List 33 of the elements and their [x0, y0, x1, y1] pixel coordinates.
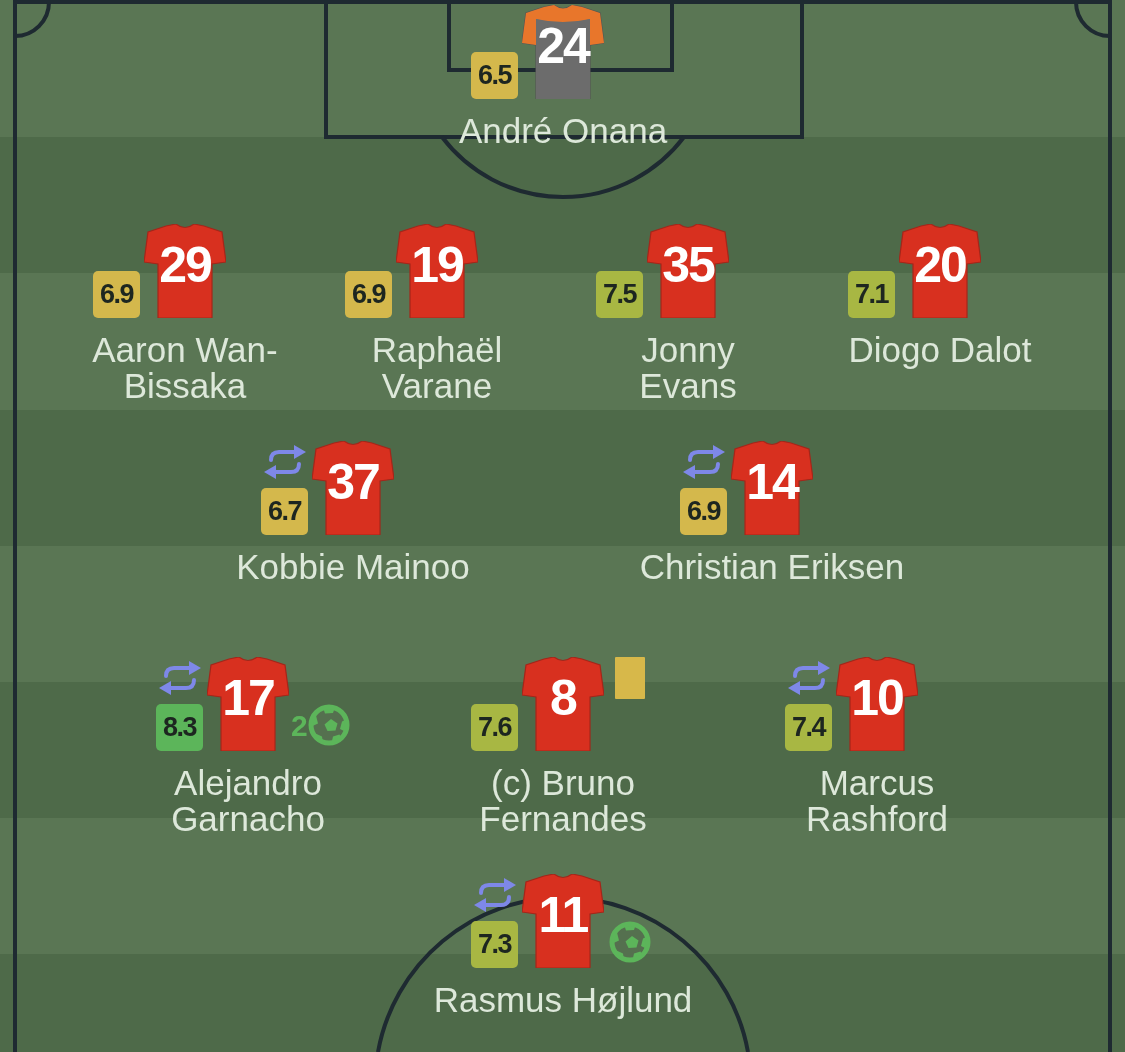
shirt-number: 8: [550, 670, 576, 726]
shirt-number: 14: [746, 454, 798, 510]
player-rating: 7.1: [848, 271, 895, 318]
shirt-number: 29: [159, 237, 211, 293]
shirt-number: 37: [327, 454, 379, 510]
goal-count: 2: [291, 708, 308, 744]
player-rating: 6.5: [471, 52, 518, 99]
player-rating: 6.7: [261, 488, 308, 535]
player-name: Rasmus Højlund: [432, 982, 694, 1018]
shirt-number: 20: [914, 237, 966, 293]
shirt-number: 19: [411, 237, 463, 293]
player-rating: 7.5: [596, 271, 643, 318]
player-name: Diogo Dalot: [847, 332, 1033, 368]
player-rating: 6.9: [345, 271, 392, 318]
player-rating: 6.9: [93, 271, 140, 318]
player-name: Kobbie Mainoo: [235, 549, 471, 585]
player-rating: 7.4: [785, 704, 832, 751]
player-name: Alejandro Garnacho: [170, 765, 326, 837]
player-name: Aaron Wan-Bissaka: [91, 332, 279, 404]
player-rating: 7.6: [471, 704, 518, 751]
shirt-number: 35: [662, 237, 714, 293]
player-rating: 8.3: [156, 704, 203, 751]
shirt-number: 24: [537, 18, 589, 74]
player-name: Marcus Rashford: [805, 765, 949, 837]
shirt-number: 10: [851, 670, 903, 726]
player-name: Jonny Evans: [638, 332, 738, 404]
shirt-number: 11: [538, 887, 588, 943]
player-name: Raphaël Varane: [370, 332, 504, 404]
shirt-number: 17: [222, 670, 274, 726]
player-rating: 7.3: [471, 921, 518, 968]
player-name: Christian Eriksen: [638, 549, 906, 585]
player-rating: 6.9: [680, 488, 727, 535]
player-name: (c) Bruno Fernandes: [478, 765, 648, 837]
